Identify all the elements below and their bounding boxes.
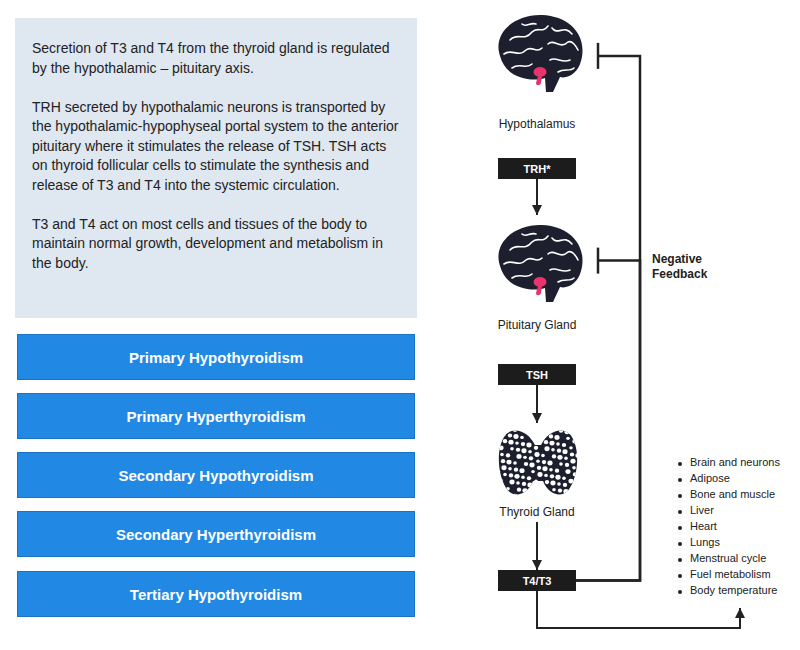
node-label: Primary Hypothyroidism	[129, 349, 303, 366]
node-label: Secondary Hypothyroidism	[118, 467, 313, 484]
feedback-connector	[576, 56, 640, 581]
condition-button: Tertiary Hypothyroidism	[17, 571, 415, 617]
bullet-dot	[678, 574, 682, 578]
node-label: Tertiary Hypothyroidism	[130, 586, 302, 603]
node-label: Thyroid Gland	[499, 505, 574, 519]
condition-button: Secondary Hypothyroidism	[17, 452, 415, 498]
organ-node: Hypothalamus	[476, 8, 598, 134]
info-paragraph: TRH secreted by hypothalamic neurons is …	[32, 98, 401, 196]
target-tissue: Lungs	[690, 536, 720, 548]
target-bracket	[537, 591, 740, 628]
feedback-connector	[576, 261, 640, 581]
condition-button: Secondary Hyperthyroidism	[17, 511, 415, 557]
condition-button: Primary Hypothyroidism	[17, 334, 415, 380]
condition-button: Primary Hyperthyroidism	[17, 393, 415, 439]
bullet-dot	[678, 510, 682, 514]
bullet-dot	[678, 478, 682, 482]
node-label: Secondary Hyperthyroidism	[116, 526, 316, 543]
target-tissue: Menstrual cycle	[690, 552, 766, 564]
bullet-dot	[678, 462, 682, 466]
bullet-dot	[678, 590, 682, 594]
node-label: TRH*	[524, 163, 551, 175]
organ-node: Thyroid Gland	[476, 423, 598, 522]
target-tissue: Liver	[690, 504, 714, 516]
flow-arrow	[536, 522, 538, 570]
info-paragraph: Secretion of T3 and T4 from the thyroid …	[32, 39, 401, 78]
organ-node: Pituitary Gland	[476, 215, 598, 335]
bullet-dot	[678, 542, 682, 546]
feedback-label: Negative Feedback	[652, 252, 712, 282]
target-tissue: Fuel metabolism	[690, 568, 771, 580]
flow-arrow	[536, 385, 538, 423]
pituitary-brain	[498, 225, 582, 302]
target-tissue: Bone and muscle	[690, 488, 775, 500]
bullet-dot	[678, 494, 682, 498]
target-tissue: Heart	[690, 520, 717, 532]
flow-arrow	[536, 179, 538, 215]
node-label: Hypothalamus	[499, 117, 576, 131]
target-tissue: Brain and neurons	[690, 456, 780, 468]
info-panel: Secretion of T3 and T4 from the thyroid …	[15, 18, 417, 318]
hormone-box: T4/T3	[498, 570, 576, 591]
node-label: T4/T3	[523, 575, 552, 587]
node-label: Pituitary Gland	[498, 318, 577, 332]
target-tissue: Body temperature	[690, 584, 777, 596]
bullet-dot	[678, 558, 682, 562]
hypothalamus-brain	[498, 15, 582, 92]
info-paragraph: T3 and T4 act on most cells and tissues …	[32, 215, 401, 274]
target-tissue: Adipose	[690, 472, 730, 484]
node-label: Primary Hyperthyroidism	[126, 408, 305, 425]
thyroid-gland	[491, 425, 584, 500]
hormone-box: TRH*	[498, 158, 576, 179]
node-label: TSH	[526, 369, 548, 381]
bullet-dot	[678, 526, 682, 530]
hormone-box: TSH	[498, 364, 576, 385]
